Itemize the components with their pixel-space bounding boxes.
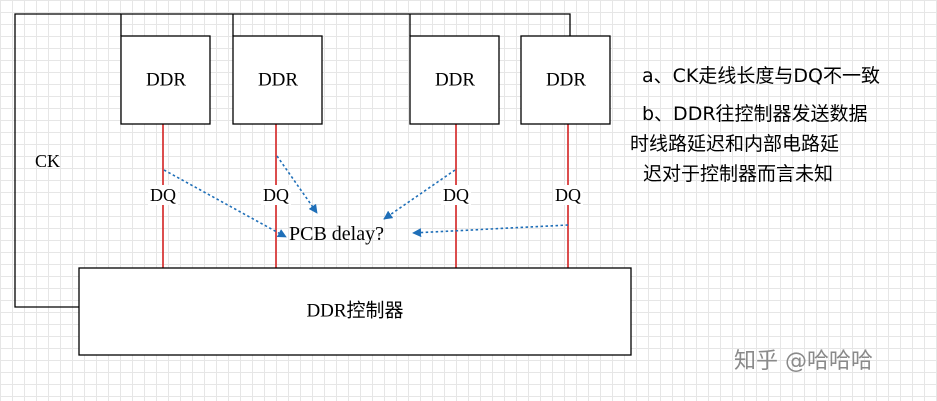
arrow-dq3 (383, 169, 456, 220)
note-b-line1: b、DDR往控制器发送数据 (642, 103, 868, 125)
arrow-dq2 (276, 155, 318, 214)
note-a: a、CK走线长度与DQ不一致 (642, 65, 880, 87)
ck-label: CK (35, 151, 61, 171)
ddr-box-4 (520, 35, 611, 125)
note-b-line3: 迟对于控制器而言未知 (643, 163, 834, 185)
controller-box (78, 267, 632, 356)
dq-label-2: DQ (261, 185, 291, 205)
note-b-line2: 时线路延迟和内部电路延 (630, 133, 840, 155)
ddr-box-2 (232, 35, 323, 125)
dq-label-4: DQ (553, 185, 583, 205)
pcb-delay-label: PCB delay? (289, 223, 384, 245)
watermark: 知乎 @哈哈哈 (734, 349, 873, 374)
arrow-dq4 (412, 224, 569, 238)
ddr-label-1: DDR (145, 69, 187, 91)
ddr-box-3 (409, 35, 500, 125)
dq-label-3: DQ (441, 185, 471, 205)
dq-label-1: DQ (148, 185, 178, 205)
ddr-label-3: DDR (434, 69, 476, 91)
ddr-label-2: DDR (257, 69, 299, 91)
ck-line (120, 13, 571, 36)
ddr-label-4: DDR (545, 69, 587, 91)
controller-label: DDR控制器 (306, 300, 404, 322)
arrow-dq1 (163, 169, 287, 238)
ddr-box-1 (120, 35, 211, 125)
ck-line-left (14, 13, 121, 308)
